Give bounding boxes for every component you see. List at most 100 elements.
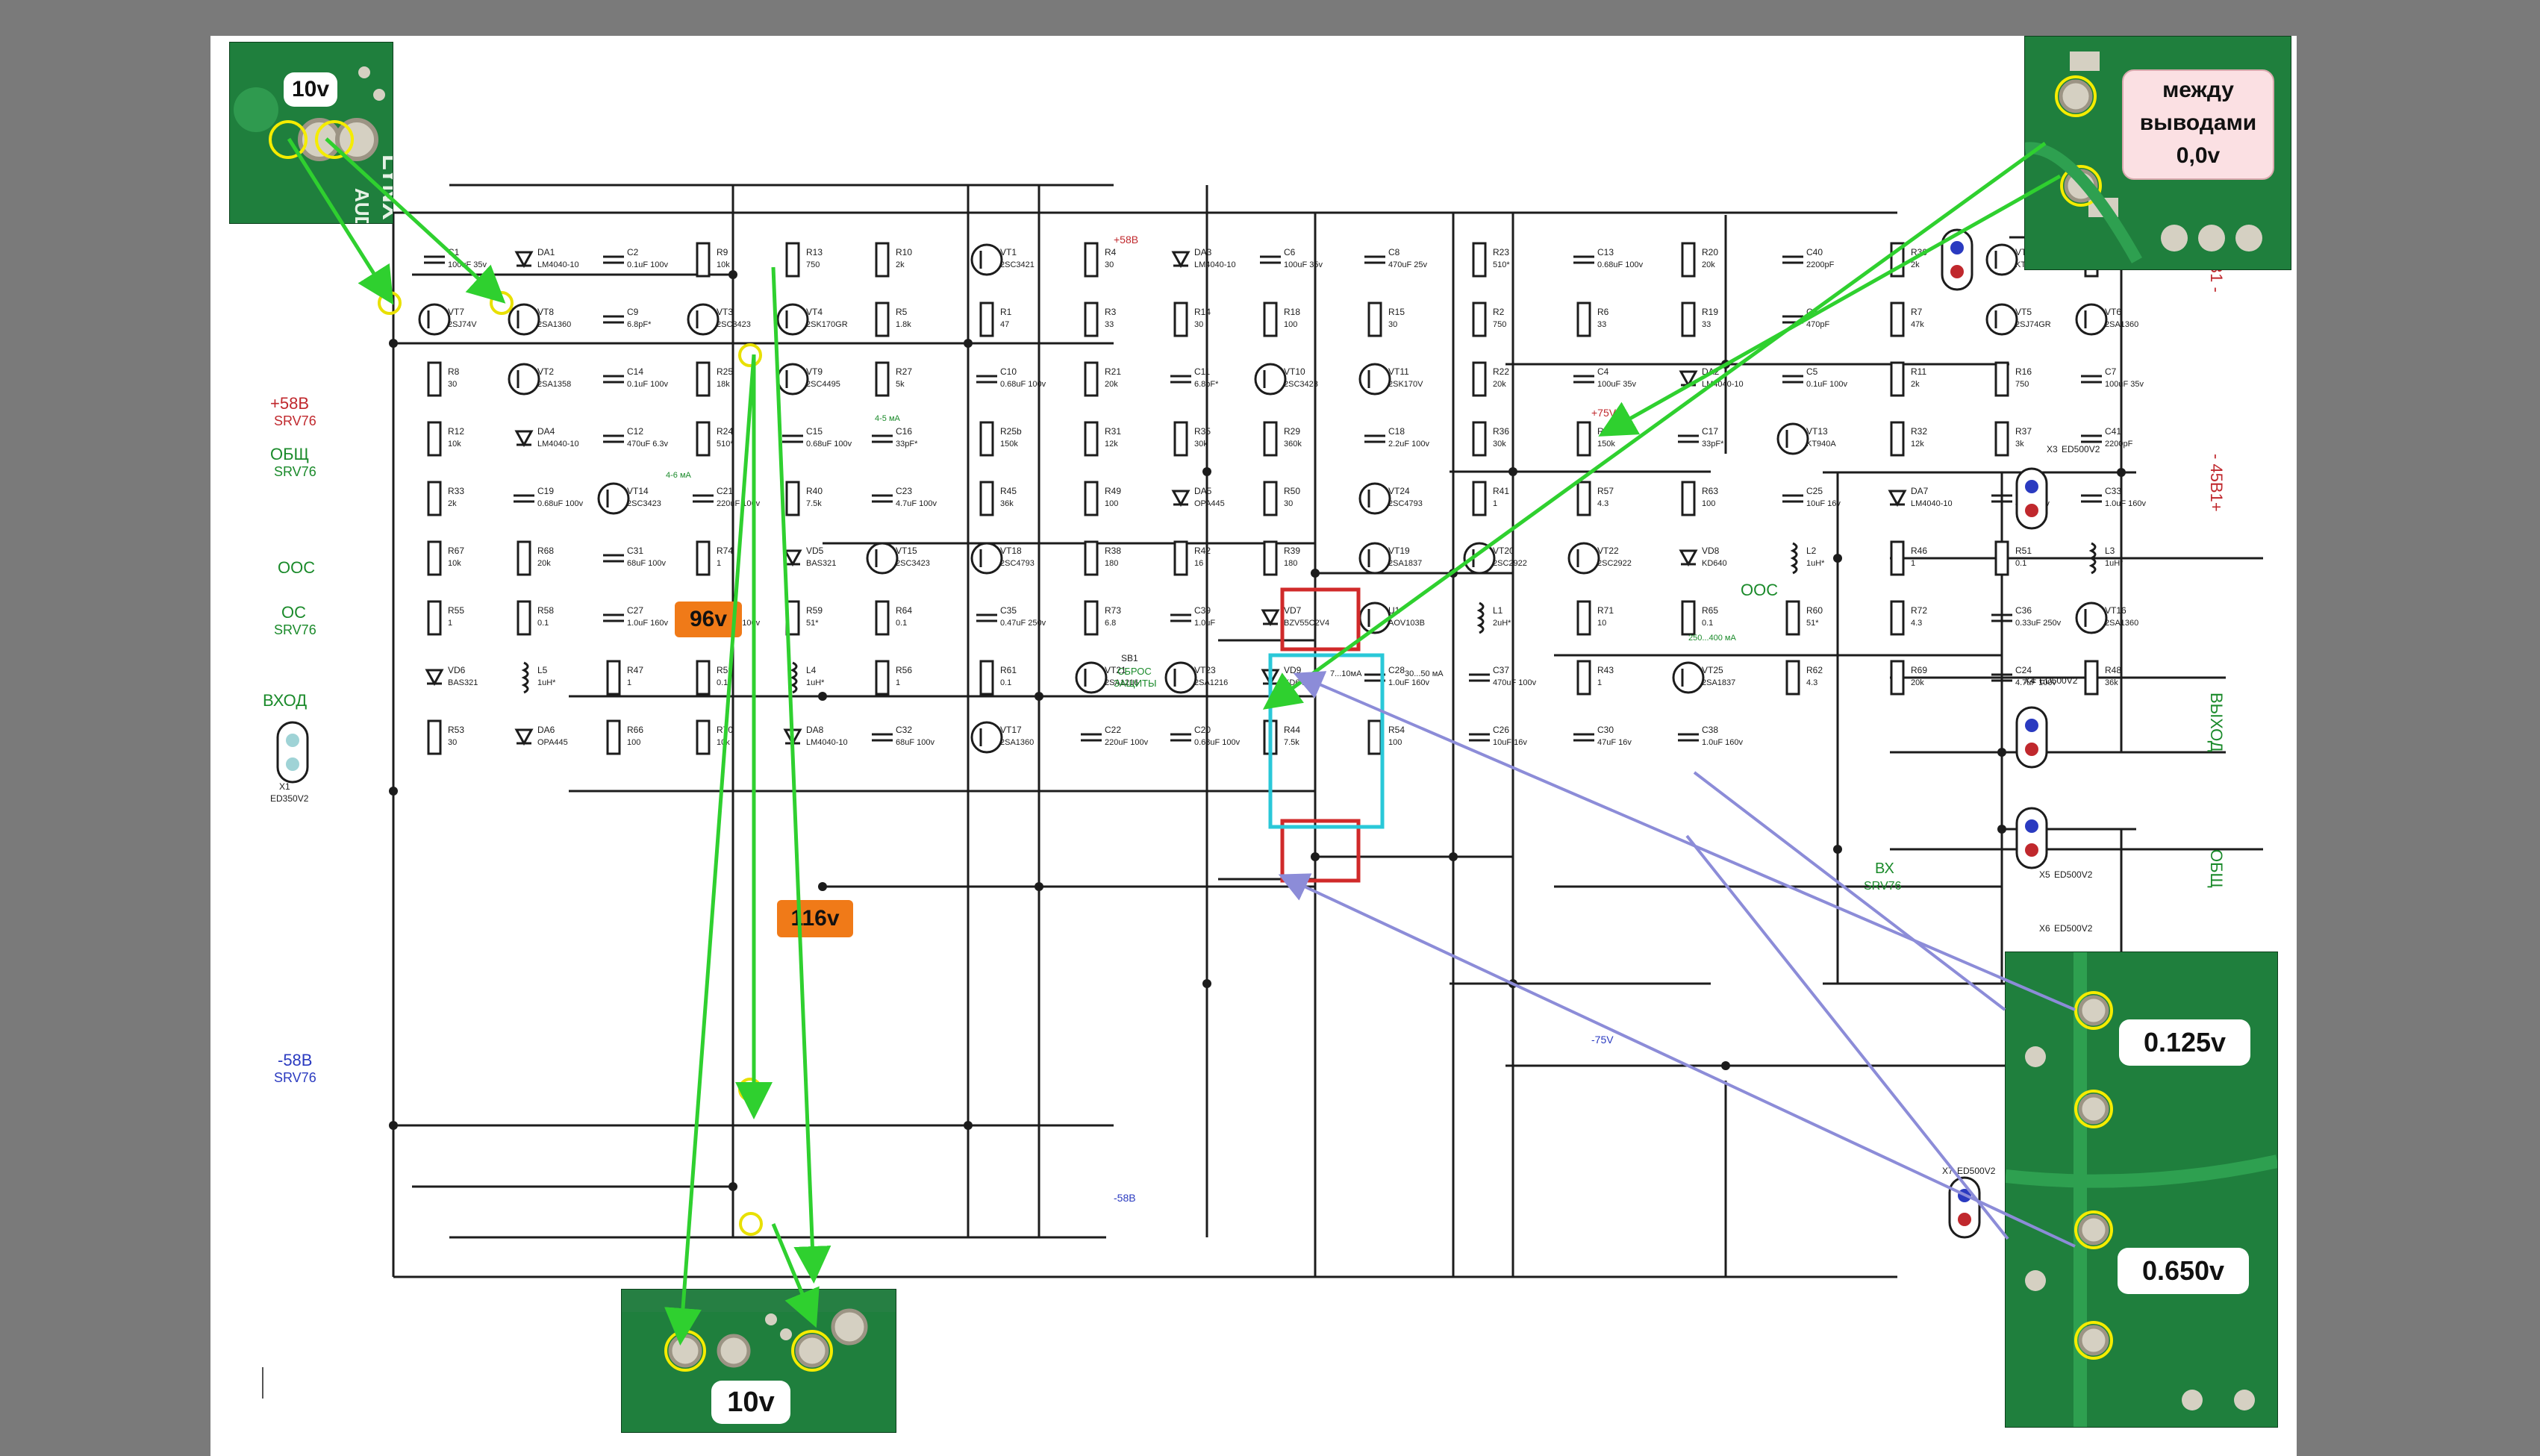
- component-r50: [1263, 481, 1278, 516]
- component-vt12: [1985, 243, 2018, 276]
- component-r42: [1173, 540, 1188, 576]
- component-r24: [696, 421, 711, 457]
- part-value-r3: 33: [1105, 320, 1114, 329]
- part-ref-c25: C25: [1806, 486, 1823, 496]
- junction-dot: [1508, 467, 1517, 476]
- part-value-r43: 1: [1597, 678, 1602, 687]
- component-r62: [1785, 660, 1800, 696]
- resistor-symbol: [1890, 540, 1905, 576]
- junction-dot: [1833, 554, 1842, 563]
- component-c25: [1782, 494, 1803, 503]
- transistor-symbol: [1358, 542, 1391, 575]
- resistor-symbol: [1681, 301, 1696, 337]
- connector-label-x4-label: ВЫХОД: [2207, 693, 2226, 752]
- part-ref-c31: C31: [627, 546, 643, 556]
- component-r36: [1472, 421, 1487, 457]
- part-ref-r64: R64: [896, 605, 912, 616]
- part-ref-r59: R59: [806, 605, 823, 616]
- component-vt11: [1358, 363, 1391, 396]
- rail-label-cur-46: 4-6 мА: [666, 471, 692, 480]
- rail-label-sb1-a: СБРОС: [1117, 666, 1152, 677]
- part-value-r36: 30k: [1493, 440, 1506, 449]
- text-cursor: [262, 1367, 263, 1399]
- part-value-r24: 510*: [717, 440, 734, 449]
- resistor-symbol: [606, 719, 621, 755]
- component-r49: [1084, 481, 1099, 516]
- component-c10: [976, 375, 997, 384]
- part-value-vd5: BAS321: [806, 559, 836, 568]
- part-value-r39: 180: [1284, 559, 1297, 568]
- resistor-symbol: [1173, 301, 1188, 337]
- component-r65: [1681, 600, 1696, 636]
- component-c1: [424, 255, 445, 264]
- resistor-symbol: [1785, 600, 1800, 636]
- voltage-label-10v-top: 10v: [284, 72, 337, 107]
- component-r28: [1576, 421, 1591, 457]
- rail-label-x6: X6: [2039, 923, 2050, 934]
- part-value-r57: 4.3: [1597, 499, 1608, 508]
- component-l2: [1790, 542, 1798, 575]
- component-r25b: [979, 421, 994, 457]
- part-value-r56: 1: [896, 678, 900, 687]
- part-value-c28: 1.0uF 160v: [1388, 678, 1430, 687]
- part-ref-c26: C26: [1493, 725, 1509, 735]
- part-value-vt5: 2SJ74GR: [2015, 320, 2051, 329]
- part-value-r28: 150k: [1597, 440, 1615, 449]
- diode-symbol: [1679, 549, 1698, 567]
- component-r72: [1890, 600, 1905, 636]
- part-value-r53: 30: [448, 738, 457, 747]
- resistor-symbol: [696, 361, 711, 397]
- part-ref-c33: C33: [2105, 486, 2121, 496]
- part-value-l2: 1uH*: [1806, 559, 1825, 568]
- part-value-r47: 1: [627, 678, 631, 687]
- junction-dot: [1202, 467, 1211, 476]
- part-ref-c39: C39: [1194, 605, 1211, 616]
- transistor-symbol: [970, 243, 1003, 276]
- part-ref-r45: R45: [1000, 486, 1017, 496]
- component-r38: [1084, 540, 1099, 576]
- component-vt19: [1358, 542, 1391, 575]
- rail-label-x1-type: ED350V2: [270, 793, 309, 804]
- resistor-symbol: [875, 361, 890, 397]
- component-vt24: [1358, 482, 1391, 515]
- part-ref-r15: R15: [1388, 307, 1405, 317]
- component-r58: [517, 600, 531, 636]
- component-c27: [603, 613, 624, 622]
- part-value-r6: 33: [1597, 320, 1606, 329]
- part-ref-vt1: VT1: [1000, 247, 1017, 257]
- part-ref-da4: DA4: [537, 426, 555, 437]
- component-r6: [1576, 301, 1591, 337]
- part-value-c14: 0.1uF 100v: [627, 380, 669, 389]
- part-value-c9: 6.8pF*: [627, 320, 652, 329]
- resistor-symbol: [1681, 242, 1696, 278]
- resistor-symbol: [1681, 600, 1696, 636]
- component-r37: [1994, 421, 2009, 457]
- part-ref-r71: R71: [1597, 605, 1614, 616]
- transistor-symbol: [597, 482, 630, 515]
- rail-label-srv76-e: SRV76: [1864, 880, 1902, 893]
- pcb-photo-top-left: LYNX AUDIO: [230, 43, 393, 223]
- resistor-symbol: [1173, 540, 1188, 576]
- component-r48: [2084, 660, 2099, 696]
- inductor-symbol: [1790, 542, 1798, 575]
- part-value-r10: 2k: [896, 260, 905, 269]
- transistor-symbol: [1254, 363, 1287, 396]
- rail-label-cur-250: 250...400 мА: [1688, 634, 1736, 643]
- resistor-symbol: [1576, 481, 1591, 516]
- rail-label-sb1: SB1: [1121, 653, 1138, 663]
- connector-label-x3-label: - 45В1+: [2207, 454, 2226, 512]
- part-ref-r27: R27: [896, 366, 912, 377]
- part-value-r48: 36k: [2105, 678, 2118, 687]
- component-c5: [1782, 375, 1803, 384]
- component-r56: [875, 660, 890, 696]
- part-value-vt1: 2SC3421: [1000, 260, 1035, 269]
- component-vt16: [2075, 602, 2108, 634]
- part-ref-r74: R74: [717, 546, 733, 556]
- part-ref-c12: C12: [627, 426, 643, 437]
- component-r10: [875, 242, 890, 278]
- resistor-symbol: [427, 481, 442, 516]
- part-ref-c18: C18: [1388, 426, 1405, 437]
- junction-dot: [964, 339, 973, 348]
- resistor-symbol: [1472, 242, 1487, 278]
- part-value-r5: 1.8k: [896, 320, 911, 329]
